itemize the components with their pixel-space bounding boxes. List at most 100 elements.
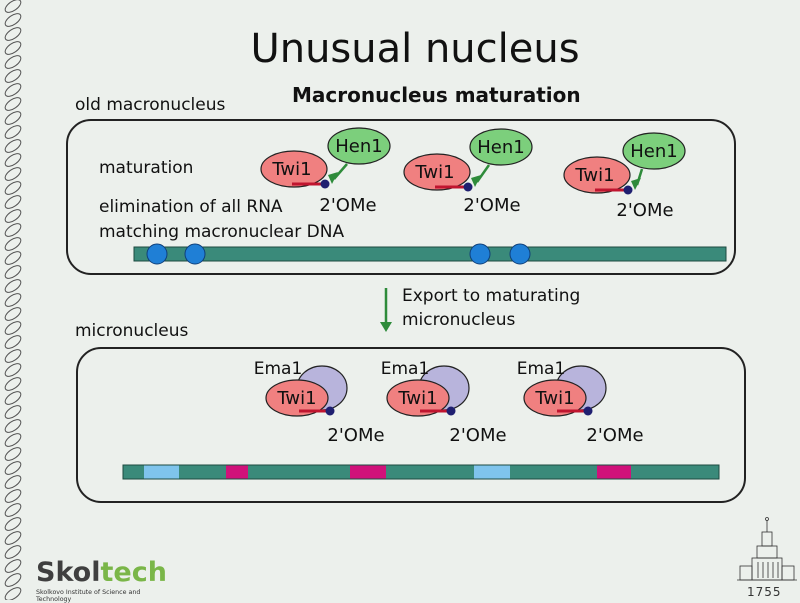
chain-link: [4, 265, 22, 279]
page-title: Unusual nucleus: [250, 26, 580, 72]
ema1-label: Ema1: [254, 359, 303, 379]
hen1-protein: [622, 132, 686, 170]
maturation-label: maturation: [99, 158, 194, 178]
old-macronucleus-label: old macronucleus: [75, 95, 226, 115]
chain-link: [4, 545, 22, 559]
chain-link: [4, 475, 22, 489]
chain-link: [4, 181, 22, 195]
page-subtitle: Macronucleus maturation: [292, 83, 581, 107]
rna-bound-dna-site: [469, 243, 491, 265]
chain-link: [4, 237, 22, 251]
chain-link: [4, 27, 22, 41]
chain-link: [4, 195, 22, 209]
methylation-arrow-head: [631, 178, 641, 190]
chain-link: [4, 391, 22, 405]
methylation-arrow: [475, 164, 491, 183]
elimination-label-line2: matching macronuclear DNA: [99, 222, 345, 242]
chain-link: [4, 97, 22, 111]
chain-link: [4, 125, 22, 139]
rna-3prime-end: [623, 185, 633, 195]
chain-link: [4, 461, 22, 475]
export-label-line1: Export to maturating: [402, 286, 581, 306]
ema1-label: Ema1: [381, 359, 430, 379]
twi1-protein: [386, 379, 450, 417]
twi1-hen1-complex: Twi1 Hen1 2'OMe: [563, 132, 686, 221]
methylation-arrow-head: [471, 175, 481, 187]
twi1-label: Twi1: [574, 165, 614, 186]
chain-link: [4, 335, 22, 349]
chain-link: [4, 587, 22, 600]
methylation-label: 2'OMe: [463, 195, 520, 216]
dna-segment-magenta: [350, 465, 386, 479]
methylation-label: 2'OMe: [449, 425, 506, 446]
dna-segment-light-blue: [144, 465, 179, 479]
methylation-label: 2'OMe: [327, 425, 384, 446]
university-building-emblem: [737, 517, 797, 581]
elimination-label-line1: elimination of all RNA: [99, 197, 283, 217]
chain-link: [4, 83, 22, 97]
macronuclear-dna-strand: [133, 246, 727, 262]
chain-link: [4, 279, 22, 293]
chain-link: [4, 251, 22, 265]
rna-bound-dna-site: [509, 243, 531, 265]
methylation-arrow: [333, 163, 348, 180]
rna-3prime-end: [463, 182, 473, 192]
hen1-protein: [469, 128, 533, 166]
chain-link: [4, 377, 22, 391]
methylation-label: 2'OMe: [616, 200, 673, 221]
methylation-label: 2'OMe: [586, 425, 643, 446]
chain-link: [4, 209, 22, 223]
twi1-label: Twi1: [534, 388, 574, 409]
chain-link: [4, 41, 22, 55]
chain-link: [4, 489, 22, 503]
chain-link: [4, 405, 22, 419]
twi1-protein: [523, 379, 587, 417]
hen1-protein: [327, 127, 391, 165]
macronucleus-container: [66, 119, 736, 275]
chain-link: [4, 55, 22, 69]
export-arrow-head: [380, 322, 392, 332]
twi1-label: Twi1: [276, 388, 316, 409]
methylation-label: 2'OMe: [319, 195, 376, 216]
chain-link: [4, 13, 22, 27]
skoltech-logo: Skoltech Skolkovo Institute of Science a…: [36, 558, 168, 603]
chain-link: [4, 531, 22, 545]
twi1-label: Twi1: [271, 159, 311, 180]
chain-link: [4, 223, 22, 237]
logo-subtitle: Skolkovo Institute of Science and Techno…: [36, 589, 141, 603]
year-label: 1755: [747, 585, 782, 599]
dna-segment-magenta: [597, 465, 631, 479]
chain-link: [4, 349, 22, 363]
dna-segment-light-blue: [474, 465, 510, 479]
rna-3prime-end: [583, 406, 593, 416]
decorative-chain-border: [4, 0, 22, 600]
twi1-protein: [403, 153, 471, 191]
chain-link: [4, 167, 22, 181]
chain-link: [4, 573, 22, 587]
methylation-arrow-head: [328, 172, 338, 184]
chain-link: [4, 139, 22, 153]
micronucleus-label: micronucleus: [75, 321, 189, 341]
rna-3prime-end: [320, 179, 330, 189]
hen1-label: Hen1: [630, 141, 677, 162]
chain-link: [4, 517, 22, 531]
chain-link: [4, 0, 22, 13]
chain-link: [4, 293, 22, 307]
twi1-protein: [260, 150, 328, 188]
chain-link: [4, 447, 22, 461]
rna-3prime-end: [446, 406, 456, 416]
micronuclear-dna-strand: [122, 464, 720, 480]
chain-link: [4, 419, 22, 433]
rna-bound-dna-site: [184, 243, 206, 265]
twi1-label: Twi1: [414, 162, 454, 183]
export-label-line2: micronucleus: [402, 310, 516, 330]
logo-word-part: tech: [100, 557, 167, 588]
chain-link: [4, 307, 22, 321]
twi1-label: Twi1: [397, 388, 437, 409]
